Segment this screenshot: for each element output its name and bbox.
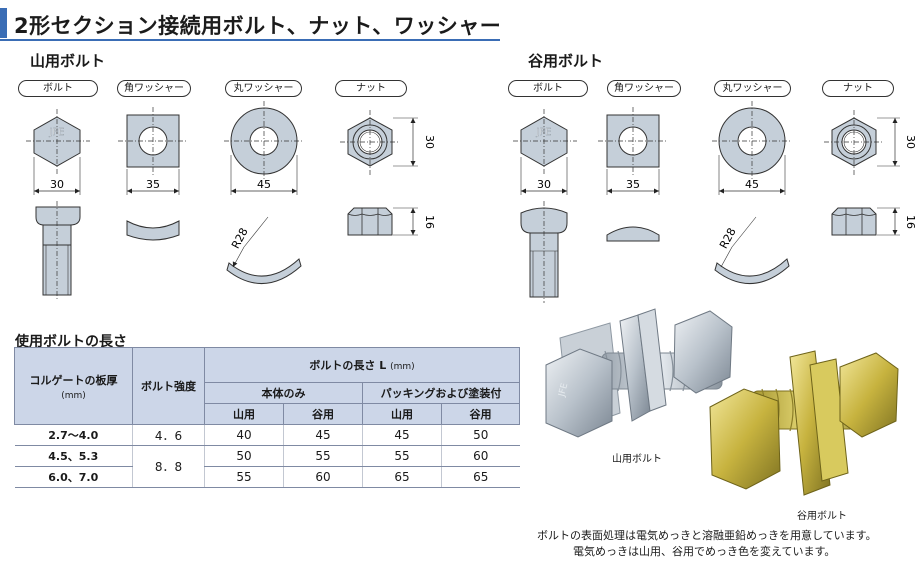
- header-packing: パッキングおよび塗装付: [362, 382, 520, 404]
- square-washer-width-dimension: 35: [146, 178, 160, 191]
- header-body-only: 本体のみ: [204, 382, 363, 404]
- round-washer-top-view: 45: [224, 101, 304, 195]
- section-title-valley: 谷用ボルト: [528, 52, 604, 70]
- bolt-width-dimension-valley: 30: [537, 178, 551, 191]
- bolt-head-mark: JFE: [48, 127, 64, 138]
- cell-value: 60: [441, 445, 520, 467]
- section-title-mountain: 山用ボルト: [30, 52, 106, 70]
- parts-drawing-valley: JFE 30 35 45 30: [513, 101, 915, 303]
- parts-drawing-mountain: JFE 30 35 45: [26, 101, 436, 301]
- washer-radius-dimension: R28: [229, 226, 251, 251]
- square-washer-top-view-valley: 35: [598, 107, 668, 195]
- header-strength: ボルト強度: [132, 347, 205, 425]
- header-length-label: ボルトの長さ L: [309, 359, 387, 372]
- bolt-side-view-valley: [520, 201, 568, 303]
- mountain-bolt-assembly: JFE: [545, 308, 733, 438]
- table-row: 4.5、5.3 8．8 50 55 55 60: [14, 445, 520, 488]
- header-packing-mountain: 山用: [362, 403, 442, 425]
- plating-color-note: 電気めっきは山用、谷用でめっき色を変えています。: [573, 545, 836, 558]
- cell-value: 45: [362, 424, 442, 446]
- label-round-washer-valley: 丸ワッシャー: [714, 80, 791, 97]
- cell-value: 45: [283, 424, 363, 446]
- page-header: 2形セクション接続用ボルト、ナット、ワッシャー: [0, 8, 502, 41]
- bolt-head-mark-valley: JFE: [535, 127, 551, 138]
- cell-value: 50: [441, 424, 520, 446]
- label-nut-mountain: ナット: [335, 80, 407, 97]
- bolt-length-table: コルゲートの板厚 (mm) ボルト強度 ボルトの長さ L (mm) 本体のみ パ…: [14, 347, 520, 488]
- cell-thickness: 4.5、5.3: [14, 445, 133, 467]
- cell-thickness: 2.7～4.0: [14, 424, 133, 446]
- cell-value: 50: [204, 445, 284, 467]
- nut-top-view-valley: 30: [824, 110, 915, 175]
- surface-treatment-note: ボルトの表面処理は電気めっきと溶融亜鉛めっきを用意しています。: [537, 529, 877, 542]
- square-washer-side-view: [126, 220, 180, 241]
- cell-thickness: 6.0、7.0: [14, 466, 133, 488]
- square-washer-width-dimension-valley: 35: [626, 178, 640, 191]
- length-table-title: 使用ボルトの長さ: [15, 334, 127, 350]
- cell-value: 60: [283, 466, 363, 488]
- label-bolt-valley: ボルト: [508, 80, 588, 97]
- round-washer-side-view: R28: [226, 216, 302, 284]
- cell-value: 65: [362, 466, 442, 488]
- title-accent-bar: [0, 8, 7, 38]
- header-packing-valley: 谷用: [441, 403, 520, 425]
- cell-strength: 4．6: [132, 424, 205, 446]
- cell-value: 55: [283, 445, 363, 467]
- cell-value: 40: [204, 424, 284, 446]
- photo-caption-mountain: 山用ボルト: [612, 454, 662, 465]
- label-square-washer-valley: 角ワッシャー: [607, 80, 681, 97]
- valley-bolt-assembly: [709, 350, 899, 496]
- title-underline: [0, 39, 500, 41]
- round-washer-width-dimension: 45: [257, 178, 271, 191]
- cell-value: 55: [204, 466, 284, 488]
- bolt-side-view: [35, 201, 81, 301]
- cell-strength: 8．8: [132, 445, 205, 488]
- bolt-width-dimension: 30: [50, 178, 64, 191]
- round-washer-width-dimension-valley: 45: [745, 178, 759, 191]
- header-body-mountain: 山用: [204, 403, 284, 425]
- cell-value: 65: [441, 466, 520, 488]
- photo-caption-valley: 谷用ボルト: [797, 511, 847, 522]
- header-thickness: コルゲートの板厚 (mm): [14, 347, 133, 425]
- header-thickness-unit: (mm): [61, 390, 86, 401]
- nut-side-view: 16: [347, 207, 436, 236]
- nut-height-dimension: 30: [423, 135, 436, 149]
- label-bolt-mountain: ボルト: [18, 80, 98, 97]
- header-length-unit: (mm): [390, 362, 415, 372]
- table-row: 2.7～4.0 4．6 40 45 45 50: [14, 424, 520, 446]
- label-round-washer-mountain: 丸ワッシャー: [225, 80, 302, 97]
- nut-thickness-dimension-valley: 16: [904, 215, 915, 229]
- table-row: 6.0、7.0 55 60 65 65: [14, 466, 520, 488]
- round-washer-side-view-valley: R28: [714, 216, 790, 284]
- label-nut-valley: ナット: [822, 80, 894, 97]
- nut-top-view: 30: [340, 110, 436, 175]
- nut-thickness-dimension: 16: [423, 215, 436, 229]
- round-washer-top-view-valley: 45: [712, 101, 792, 195]
- washer-radius-dimension-valley: R28: [717, 226, 739, 251]
- page-title: 2形セクション接続用ボルト、ナット、ワッシャー: [14, 14, 502, 38]
- cell-value: 55: [362, 445, 442, 467]
- nut-height-dimension-valley: 30: [904, 135, 915, 149]
- bolt-head-top-view: JFE 30: [26, 109, 90, 195]
- header-thickness-label: コルゲートの板厚: [29, 373, 118, 387]
- svg-text:JFE: JFE: [557, 382, 570, 399]
- nut-side-view-valley: 16: [831, 207, 915, 236]
- label-square-washer-mountain: 角ワッシャー: [117, 80, 191, 97]
- bolt-product-photo: JFE: [545, 308, 899, 496]
- header-length: ボルトの長さ L (mm): [204, 347, 520, 383]
- header-body-valley: 谷用: [283, 403, 363, 425]
- square-washer-top-view: 35: [118, 107, 188, 195]
- bolt-head-top-view-valley: JFE 30: [513, 109, 577, 195]
- square-washer-side-view-valley: [606, 226, 660, 242]
